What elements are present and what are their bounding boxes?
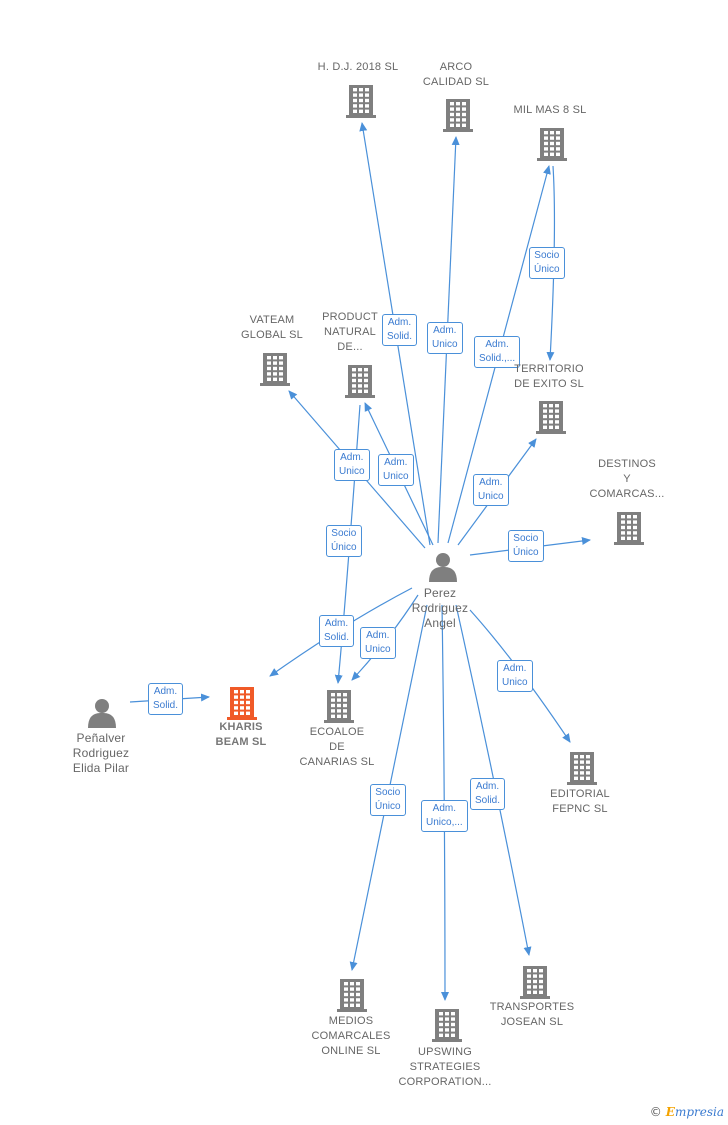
node-label-editorial[interactable]: EDITORIAL FEPNC SL [550,788,610,815]
icons-layer [88,85,644,1042]
building-icon-milmas[interactable] [537,128,567,161]
edge-label-milmas-territorio[interactable]: Socio Único [529,247,565,279]
node-label-milmas[interactable]: MIL MAS 8 SL [513,104,587,116]
edge-label-perez-arco[interactable]: Adm. Unico [427,322,463,354]
edge-label-perez-ecoaloe[interactable]: Adm. Unico [360,627,396,659]
node-label-perez[interactable]: Perez Rodriguez Angel [411,586,469,630]
building-icon-editorial[interactable] [567,752,597,785]
building-icon-destinos[interactable] [614,512,644,545]
copyright-icon: © [649,1105,662,1119]
node-label-product[interactable]: PRODUCT NATURAL DE... [322,311,378,353]
building-icon-upswing[interactable] [432,1009,462,1042]
node-label-hdj[interactable]: H. D.J. 2018 SL [317,61,399,73]
building-icon-hdj[interactable] [346,85,376,118]
edge-label-perez-product[interactable]: Adm. Unico [378,454,414,486]
brand-name: mpresia [674,1105,724,1119]
building-icon-product[interactable] [345,365,375,398]
edge-milmas-territorio [546,165,556,361]
brand-initial: E [665,1105,675,1119]
edge-label-perez-medios[interactable]: Socio Único [370,784,406,816]
node-label-upswing[interactable]: UPSWING STRATEGIES CORPORATION... [398,1046,492,1088]
edge-label-perez-milmas[interactable]: Adm. Solid.,... [474,336,521,368]
edge-label-perez-destinos[interactable]: Socio Único [508,530,544,562]
building-icon-arco[interactable] [443,99,473,132]
node-label-destinos[interactable]: DESTINOS Y COMARCAS... [589,458,665,500]
node-label-arco[interactable]: ARCO CALIDAD SL [422,61,490,88]
empresia-brand[interactable]: ©Empresia [650,1105,724,1119]
node-label-penalver[interactable]: Peñalver Rodriguez Elida Pilar [72,731,130,775]
building-icon-territorio[interactable] [536,401,566,434]
building-icon-kharis[interactable] [227,687,257,720]
person-icon-penalver[interactable] [88,699,116,728]
building-icon-ecoaloe[interactable] [324,690,354,723]
edge-label-product-ecoaloe[interactable]: Socio Único [326,525,362,557]
node-label-vateam[interactable]: VATEAM GLOBAL SL [241,314,303,341]
edge-label-perez-upswing[interactable]: Adm. Unico,... [421,800,468,832]
edge-label-perez-vateam[interactable]: Adm. Unico [334,449,370,481]
edge-label-perez-territorio[interactable]: Adm. Unico [473,474,509,506]
edge-perez-medios [349,604,428,971]
node-label-medios[interactable]: MEDIOS COMARCALES ONLINE SL [311,1015,391,1057]
building-icon-medios[interactable] [337,979,367,1012]
edge-label-penalver-kharis[interactable]: Adm. Solid. [148,683,184,715]
person-icon-perez[interactable] [429,553,457,582]
node-label-transportes[interactable]: TRANSPORTES JOSEAN SL [489,1001,575,1028]
node-label-territorio[interactable]: TERRITORIO DE EXITO SL [514,363,584,390]
edge-label-perez-hdj[interactable]: Adm. Solid. [382,314,418,346]
edge-label-perez-transportes[interactable]: Adm. Solid. [470,778,506,810]
building-icon-transportes[interactable] [520,966,550,999]
node-label-ecoaloe[interactable]: ECOALOE DE CANARIAS SL [299,726,375,768]
edge-label-perez-editorial[interactable]: Adm. Unico [497,660,533,692]
building-icon-vateam[interactable] [260,353,290,386]
edge-label-perez-kharis[interactable]: Adm. Solid. [319,615,355,647]
node-label-kharis[interactable]: KHARIS BEAM SL [215,721,267,748]
